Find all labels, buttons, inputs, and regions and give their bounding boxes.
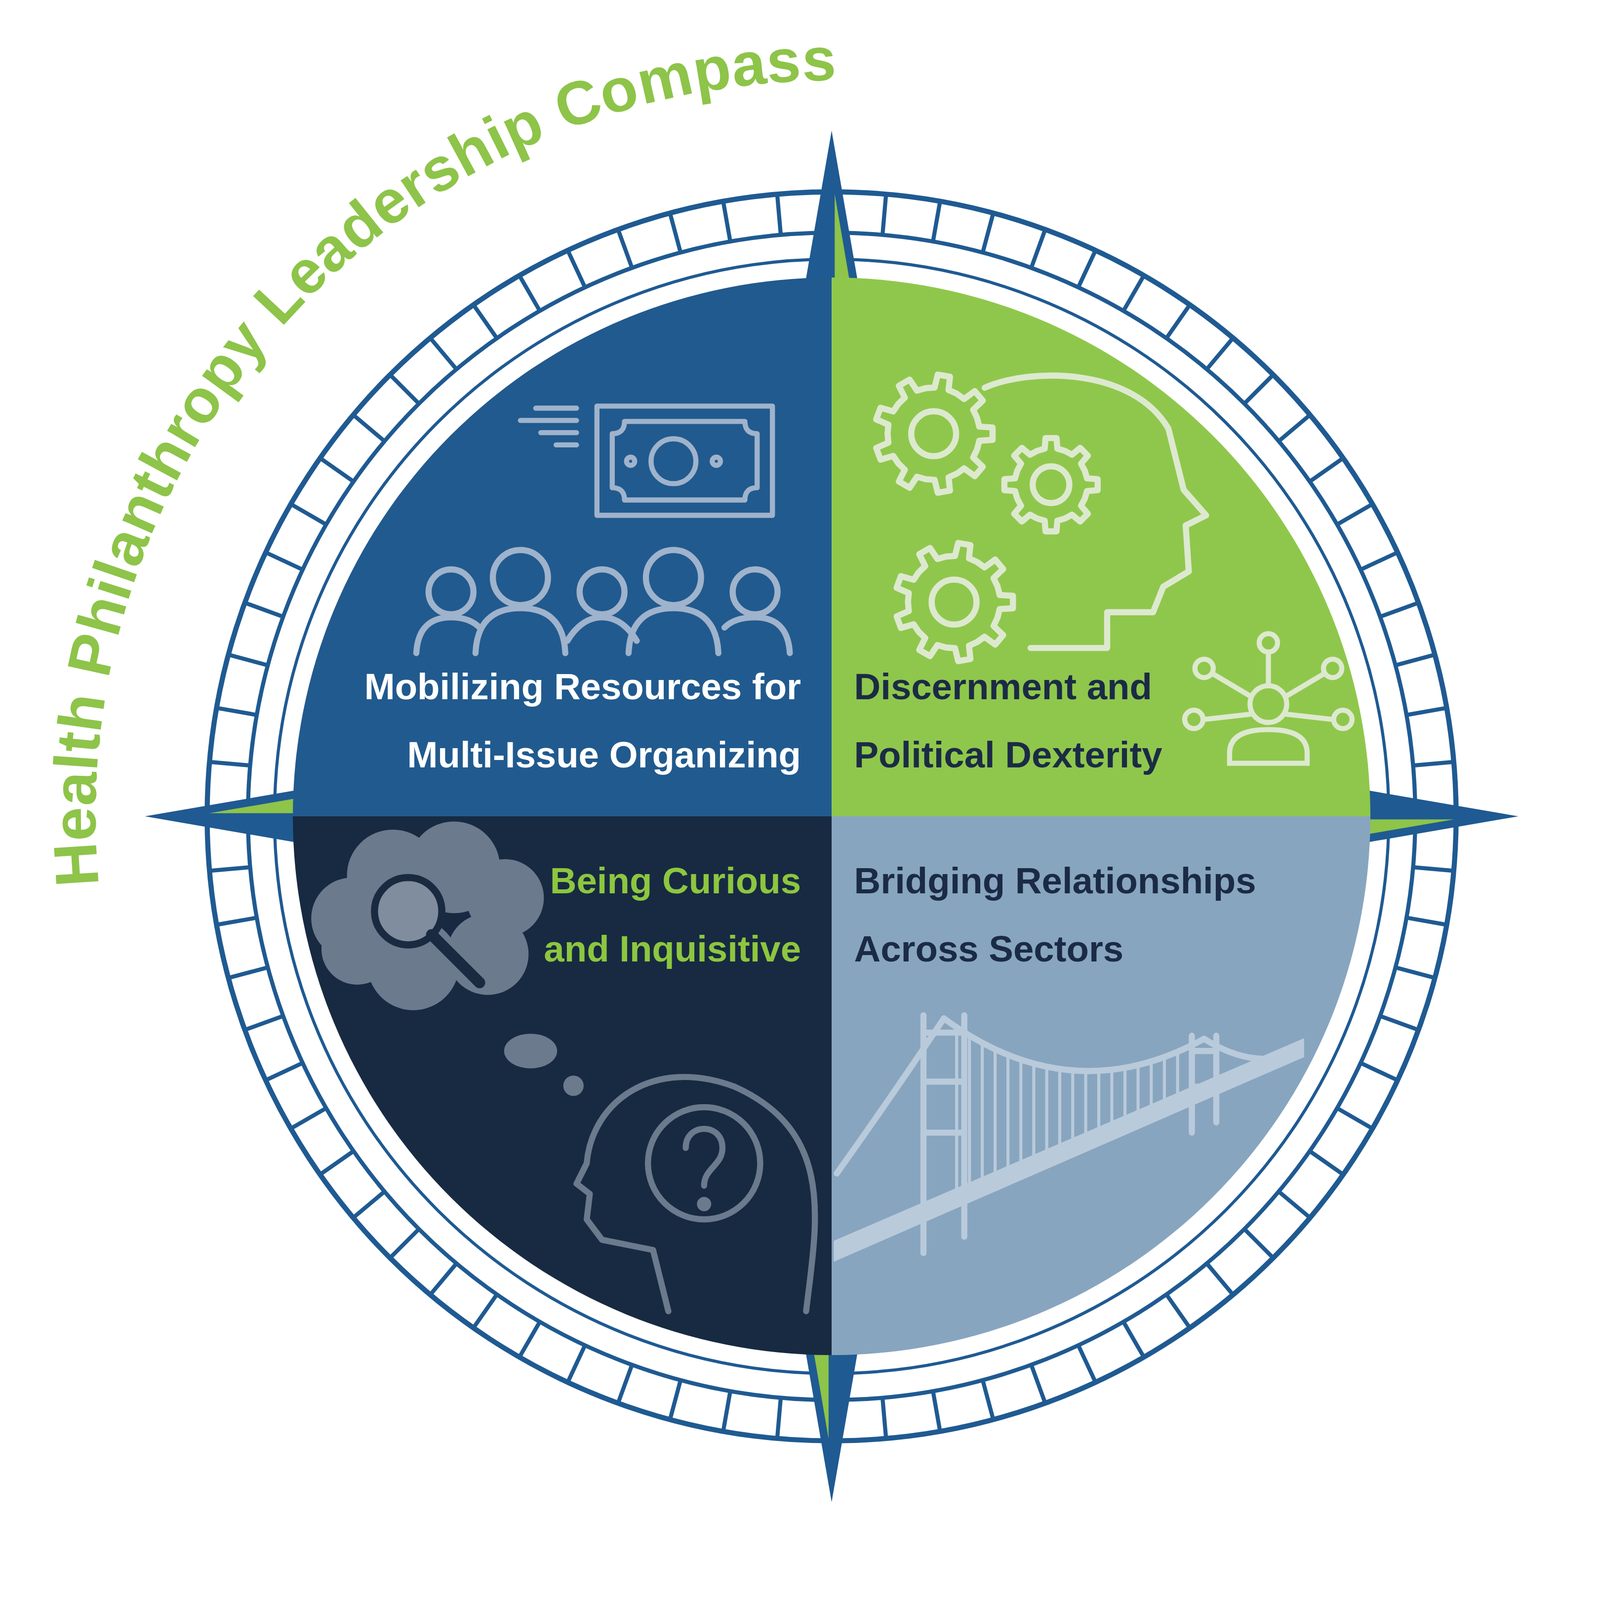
title-letter: a xyxy=(727,31,769,97)
title-letter: H xyxy=(43,840,108,889)
tick-mark xyxy=(1380,1015,1419,1030)
quadrant-fill xyxy=(831,277,1371,817)
tick-mark xyxy=(1360,1063,1398,1081)
tick-mark xyxy=(567,250,586,288)
quadrant-fill xyxy=(292,277,832,817)
title-letter: s xyxy=(801,28,837,90)
tick-mark xyxy=(265,552,303,570)
quadrant-label: Bridging Relationships Across Sectors xyxy=(854,846,1283,983)
tick-mark xyxy=(1123,275,1144,312)
tick-mark xyxy=(722,201,730,242)
tick-mark xyxy=(1309,458,1344,482)
quadrant-fill xyxy=(292,816,832,1356)
title-letter: a xyxy=(43,770,107,807)
tick-mark xyxy=(244,602,284,617)
tick-mark xyxy=(1244,1229,1274,1258)
tick-mark xyxy=(1337,1108,1373,1129)
tick-mark xyxy=(618,229,633,269)
tick-mark xyxy=(290,1108,327,1129)
tick-mark xyxy=(1309,1151,1344,1175)
tick-mark xyxy=(519,275,540,312)
tick-mark xyxy=(1278,414,1310,441)
tick-mark xyxy=(882,194,886,235)
tick-mark xyxy=(519,1321,540,1358)
tick-mark xyxy=(265,1063,303,1081)
tick-mark xyxy=(290,504,327,525)
quadrant-label: Mobilizing Resources for Multi-Issue Org… xyxy=(352,652,801,789)
quadrant-label: Discernment and Political Dexterity xyxy=(854,652,1181,789)
tick-mark xyxy=(209,867,250,871)
tick-mark xyxy=(353,414,385,441)
tick-mark xyxy=(1395,967,1436,978)
quadrant-label: Being Curious and Inquisitive xyxy=(505,846,801,983)
tick-mark xyxy=(1244,374,1274,404)
tick-mark xyxy=(353,1191,385,1218)
tick-mark xyxy=(932,1391,940,1432)
title: Health Philanthropy Leadership Compass xyxy=(0,0,960,1011)
quadrant-segment: Discernment and Political Dexterity xyxy=(831,277,1371,817)
title-letter: h xyxy=(48,689,115,736)
tick-mark xyxy=(244,1015,284,1030)
quadrant-segment: Mobilizing Resources for Multi-Issue Org… xyxy=(292,277,832,817)
tick-mark xyxy=(932,201,940,242)
tick-mark xyxy=(1412,867,1454,871)
tick-mark xyxy=(209,761,250,766)
tick-mark xyxy=(1278,1191,1310,1218)
tick-mark xyxy=(618,1364,633,1404)
tick-mark xyxy=(430,1263,457,1295)
tick-mark xyxy=(1406,707,1447,715)
tick-mark xyxy=(1206,1263,1234,1295)
tick-mark xyxy=(982,213,994,253)
tick-marks xyxy=(206,191,1456,1441)
title-letter: s xyxy=(764,29,803,93)
tick-mark xyxy=(670,1380,681,1420)
tick-mark xyxy=(228,654,269,666)
tick-mark xyxy=(1206,337,1234,369)
tick-mark xyxy=(228,967,269,978)
tick-mark xyxy=(1380,602,1419,617)
tick-mark xyxy=(390,374,419,404)
tick-mark xyxy=(1031,1364,1045,1404)
tick-mark xyxy=(1078,1345,1096,1383)
tick-mark xyxy=(1166,304,1190,339)
tick-mark xyxy=(430,337,457,369)
tick-mark xyxy=(982,1380,994,1420)
tick-mark xyxy=(1031,229,1045,269)
tick-mark xyxy=(1337,504,1373,525)
inner-circle xyxy=(274,259,1389,1374)
tick-mark xyxy=(1123,1321,1144,1358)
tick-mark xyxy=(1078,250,1096,288)
title-letter: e xyxy=(43,806,106,841)
quadrant-fill xyxy=(831,816,1371,1356)
quadrant-segment: Bridging Relationships Across Sectors xyxy=(831,816,1371,1356)
tick-mark xyxy=(320,458,354,482)
tick-mark xyxy=(216,707,257,715)
tick-mark xyxy=(1395,654,1436,666)
tick-mark xyxy=(670,213,681,253)
tick-mark xyxy=(722,1391,730,1432)
tick-mark xyxy=(1360,552,1398,570)
tick-mark xyxy=(777,1398,781,1439)
tick-mark xyxy=(216,917,257,925)
outer-circle xyxy=(206,191,1456,1441)
tick-mark xyxy=(390,1229,419,1258)
tick-mark xyxy=(473,1294,497,1328)
tick-mark xyxy=(1166,1294,1190,1328)
compass-points xyxy=(144,130,1519,1502)
tick-circle xyxy=(247,232,1416,1400)
quadrant-segment: Being Curious and Inquisitive xyxy=(292,816,832,1356)
tick-mark xyxy=(567,1345,586,1383)
tick-mark xyxy=(1406,917,1447,925)
tick-mark xyxy=(777,194,781,235)
tick-mark xyxy=(473,304,497,339)
tick-mark xyxy=(1412,761,1454,766)
tick-mark xyxy=(882,1398,886,1439)
tick-mark xyxy=(320,1151,354,1175)
